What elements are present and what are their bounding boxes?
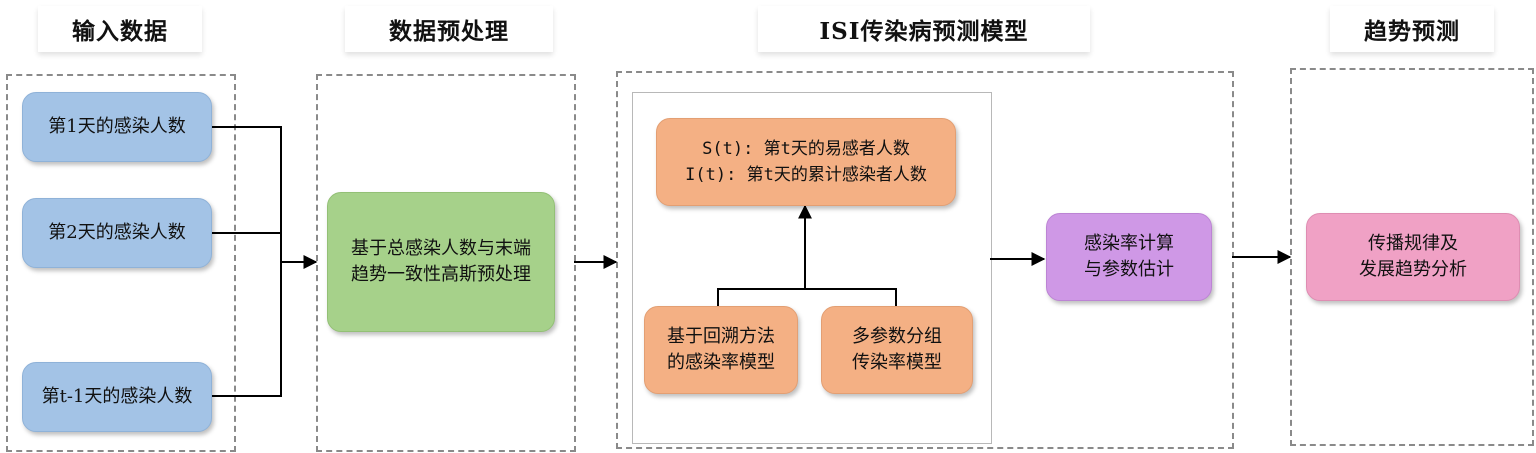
trend-analysis-box: 传播规律及 发展趋势分析	[1306, 213, 1520, 301]
input-day2-box: 第2天的感染人数	[22, 198, 212, 268]
preprocess-box: 基于总感染人数与末端 趋势一致性高斯预处理	[327, 192, 555, 332]
header-trend: 趋势预测	[1330, 6, 1494, 52]
backtrack-model-box: 基于回溯方法 的感染率模型	[644, 306, 798, 394]
header-model: ISI传染病预测模型	[758, 6, 1090, 52]
state-definition-box: S(t): 第t天的易感者人数 I(t): 第t天的累计感染者人数	[656, 118, 956, 206]
estimate-box: 感染率计算 与参数估计	[1046, 213, 1212, 301]
panel-input	[6, 74, 236, 452]
input-day1-box: 第1天的感染人数	[22, 92, 212, 162]
header-preprocess: 数据预处理	[345, 6, 553, 52]
multiparam-model-box: 多参数分组 传染率模型	[821, 306, 973, 394]
input-day-t-minus-1-box: 第t-1天的感染人数	[22, 362, 212, 432]
header-input: 输入数据	[38, 6, 202, 52]
